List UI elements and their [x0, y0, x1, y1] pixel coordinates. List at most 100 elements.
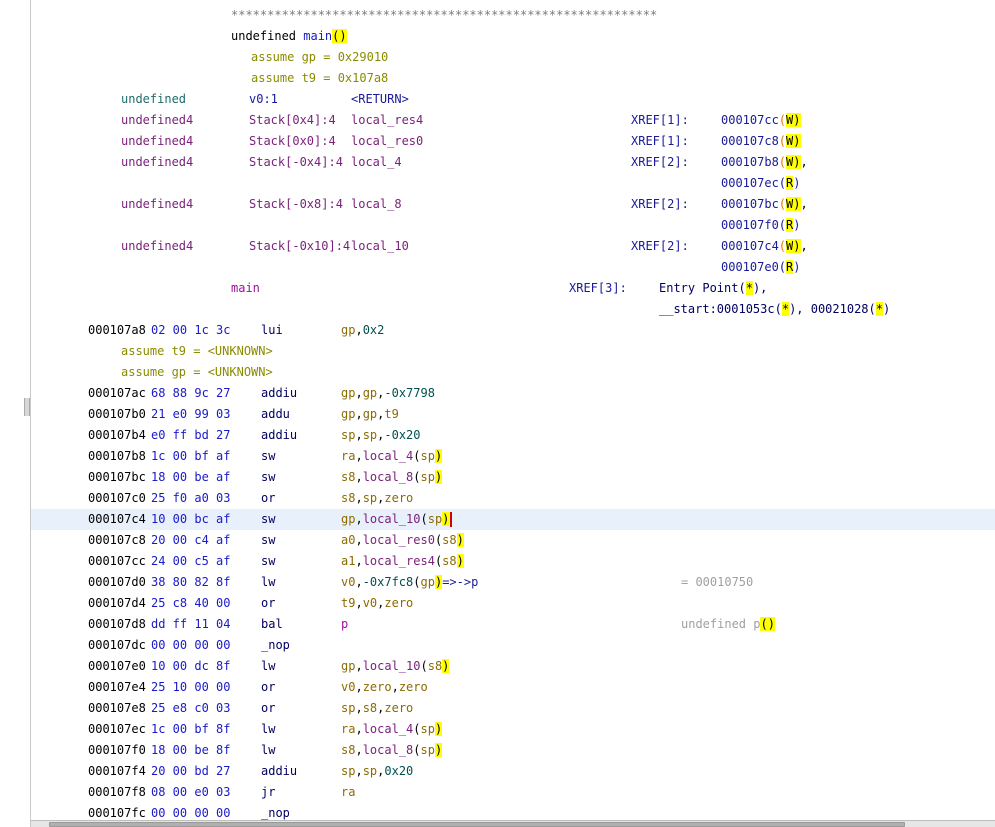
instruction-address[interactable]: 000107e0	[88, 659, 146, 673]
instruction-bytes[interactable]: 08 00 e0 03	[151, 785, 231, 799]
variable-type[interactable]: undefined4	[121, 197, 194, 211]
variable-type[interactable]: undefined4	[121, 134, 194, 148]
instruction-address[interactable]: 000107dc	[88, 638, 146, 652]
instruction-address[interactable]: 000107b0	[88, 407, 146, 421]
splitter-handle[interactable]	[24, 398, 30, 416]
variable-storage[interactable]: Stack[-0x4]:4	[249, 155, 343, 169]
instruction-mnemonic[interactable]: sw	[261, 470, 276, 484]
xref-address[interactable]: 000107b8(W),	[721, 152, 808, 173]
instruction-mnemonic[interactable]: sw	[261, 533, 276, 547]
instruction-row[interactable]: 000107cc 24 00 c5 af sw a1,local_res4(s8)	[31, 551, 995, 572]
instruction-address[interactable]: 000107cc	[88, 554, 146, 568]
instruction-bytes[interactable]: 38 80 82 8f	[151, 575, 231, 589]
instruction-operands[interactable]: gp,local_10(sp)	[341, 509, 453, 530]
instruction-mnemonic[interactable]: addiu	[261, 386, 298, 400]
function-label-name[interactable]: main	[231, 281, 260, 295]
instruction-bytes[interactable]: 25 f0 a0 03	[151, 491, 231, 505]
instruction-comment[interactable]: = 00010750	[681, 572, 753, 593]
instruction-bytes[interactable]: 21 e0 99 03	[151, 407, 231, 421]
instruction-operands[interactable]: a0,local_res0(s8)	[341, 530, 464, 551]
instruction-mnemonic[interactable]: addiu	[261, 428, 298, 442]
instruction-operands[interactable]: sp,sp,-0x20	[341, 425, 421, 446]
plate-border[interactable]: ****************************************…	[31, 5, 995, 26]
instruction-bytes[interactable]: 1c 00 bf 8f	[151, 722, 231, 736]
xref-address[interactable]: 000107e0(R)	[721, 257, 801, 278]
instruction-mnemonic[interactable]: or	[261, 596, 276, 610]
variable-type[interactable]: undefined4	[121, 155, 194, 169]
instruction-operands[interactable]: ra,local_4(sp)	[341, 446, 443, 467]
instruction-operands[interactable]: a1,local_res4(s8)	[341, 551, 464, 572]
instruction-row[interactable]: 000107f4 20 00 bd 27 addiu sp,sp,0x20	[31, 761, 995, 782]
function-signature-text[interactable]: undefined main()	[231, 26, 347, 47]
xref-address[interactable]: 000107f0(R)	[721, 215, 801, 236]
instruction-row[interactable]: 000107ec 1c 00 bf 8f lw ra,local_4(sp)	[31, 719, 995, 740]
xref-address[interactable]: 000107c8(W)	[721, 131, 801, 152]
function-signature[interactable]: undefined main()	[31, 26, 995, 47]
instruction-operands[interactable]: v0,zero,zero	[341, 677, 428, 698]
listing-view[interactable]: ****************************************…	[31, 0, 995, 827]
xref-address[interactable]: 000107bc(W),	[721, 194, 808, 215]
instruction-bytes[interactable]: 20 00 c4 af	[151, 533, 231, 547]
instruction-mnemonic[interactable]: sw	[261, 449, 276, 463]
variable-storage[interactable]: Stack[0x0]:4	[249, 134, 336, 148]
instruction-operands[interactable]: ra,local_4(sp)	[341, 719, 443, 740]
variable-xref-continuation[interactable]: 000107e0(R)	[31, 257, 995, 278]
xref-address[interactable]: 000107ec(R)	[721, 173, 801, 194]
instruction-bytes[interactable]: dd ff 11 04	[151, 617, 231, 631]
instruction-mnemonic[interactable]: lw	[261, 575, 276, 589]
instruction-mnemonic[interactable]: _nop	[261, 806, 290, 820]
instruction-address[interactable]: 000107c0	[88, 491, 146, 505]
instruction-bytes[interactable]: e0 ff bd 27	[151, 428, 231, 442]
instruction-mnemonic[interactable]: addiu	[261, 764, 298, 778]
instruction-mnemonic[interactable]: addu	[261, 407, 290, 421]
variable-name[interactable]: local_res0	[351, 134, 424, 148]
instruction-mnemonic[interactable]: sw	[261, 554, 276, 568]
variable-type[interactable]: undefined4	[121, 113, 194, 127]
variable-name[interactable]: local_10	[351, 239, 409, 253]
instruction-bytes[interactable]: 24 00 c5 af	[151, 554, 231, 568]
variable-name[interactable]: local_4	[351, 155, 402, 169]
xref-start[interactable]: __start:0001053c(*), 00021028(*)	[659, 299, 890, 320]
instruction-row[interactable]: 000107b0 21 e0 99 03 addu gp,gp,t9	[31, 404, 995, 425]
variable-name[interactable]: <RETURN>	[351, 92, 409, 106]
variable-name[interactable]: local_8	[351, 197, 402, 211]
instruction-address[interactable]: 000107f4	[88, 764, 146, 778]
instruction-operands[interactable]: sp,sp,0x20	[341, 761, 413, 782]
instruction-operands[interactable]: s8,sp,zero	[341, 488, 413, 509]
instruction-operands[interactable]: gp,local_10(s8)	[341, 656, 450, 677]
instruction-mnemonic[interactable]: _nop	[261, 638, 290, 652]
instruction-operands[interactable]: s8,local_8(sp)	[341, 740, 443, 761]
variable-name[interactable]: local_res4	[351, 113, 424, 127]
instruction-bytes[interactable]: 00 00 00 00	[151, 638, 231, 652]
instruction-mnemonic[interactable]: lw	[261, 659, 276, 673]
instruction-bytes[interactable]: 1c 00 bf af	[151, 449, 231, 463]
instruction-operands[interactable]: gp,gp,t9	[341, 404, 399, 425]
instruction-address[interactable]: 000107d8	[88, 617, 146, 631]
instruction-operands[interactable]: p	[341, 614, 348, 635]
instruction-bytes[interactable]: 20 00 bd 27	[151, 764, 231, 778]
instruction-address[interactable]: 000107ec	[88, 722, 146, 736]
instruction-mnemonic[interactable]: lw	[261, 722, 276, 736]
instruction-bytes[interactable]: 00 00 00 00	[151, 806, 231, 820]
instruction-address[interactable]: 000107b8	[88, 449, 146, 463]
instruction-address[interactable]: 000107e4	[88, 680, 146, 694]
instruction-address[interactable]: 000107d0	[88, 575, 146, 589]
instruction-bytes[interactable]: 02 00 1c 3c	[151, 323, 231, 337]
instruction-operands[interactable]: gp,gp,-0x7798	[341, 383, 435, 404]
horizontal-scrollbar[interactable]	[31, 820, 995, 827]
instruction-bytes[interactable]: 18 00 be 8f	[151, 743, 231, 757]
